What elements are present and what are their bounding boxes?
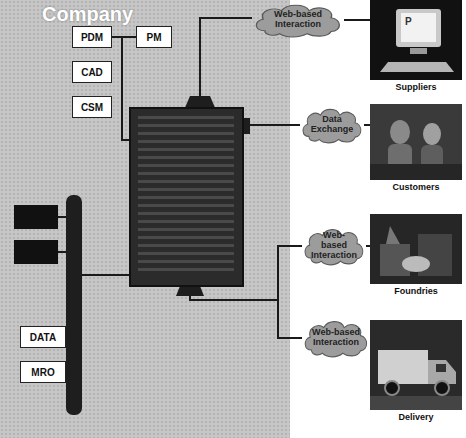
region-title: Company: [42, 3, 133, 26]
partner-picture: Suppliers: [370, 0, 462, 94]
node-label: Data Exchange: [309, 115, 355, 135]
partner-picture: Delivery: [370, 320, 462, 426]
partner-photo: [370, 320, 462, 410]
system-box: PDM: [72, 26, 112, 48]
node-label: CSM: [81, 102, 103, 113]
node-label: MRO: [31, 367, 54, 378]
partner-picture: Foundries: [370, 214, 462, 298]
partner-picture: Customers: [370, 104, 462, 196]
picture-caption: Customers: [370, 182, 462, 192]
system-box: PM: [136, 26, 172, 48]
picture-caption: Suppliers: [370, 82, 462, 92]
connector-line: [364, 124, 370, 126]
picture-caption: Delivery: [370, 412, 462, 422]
node-label: PDM: [81, 32, 103, 43]
node-label: DATA: [30, 332, 56, 343]
interaction-cloud: Web-based Interaction: [302, 318, 370, 358]
partner-photo: [370, 0, 462, 80]
node-label: PM: [147, 32, 162, 43]
company-region: CompanyPDM PM CAD CSM DATA MRO: [0, 0, 290, 438]
connector-line: [344, 19, 370, 21]
screen-letter: P: [405, 16, 412, 27]
node-label: Web-based Interaction: [311, 328, 361, 348]
interaction-cloud: Web-based Interaction: [252, 2, 344, 38]
partner-photo: [370, 214, 462, 284]
system-box: MRO: [20, 361, 66, 383]
interaction-cloud: Data Exchange: [300, 106, 364, 144]
partner-photo: [370, 104, 462, 180]
node-label: CAD: [81, 67, 103, 78]
system-box: DATA: [20, 326, 66, 348]
node-label: Web-based Interaction: [311, 231, 357, 261]
connector-line: [366, 245, 370, 247]
system-box: CSM: [72, 96, 112, 118]
connector-line: [112, 36, 136, 38]
interaction-cloud: Web-based Interaction: [302, 226, 366, 266]
picture-caption: Foundries: [370, 286, 462, 296]
system-box: CAD: [72, 61, 112, 83]
node-label: Web-based Interaction: [261, 10, 335, 30]
